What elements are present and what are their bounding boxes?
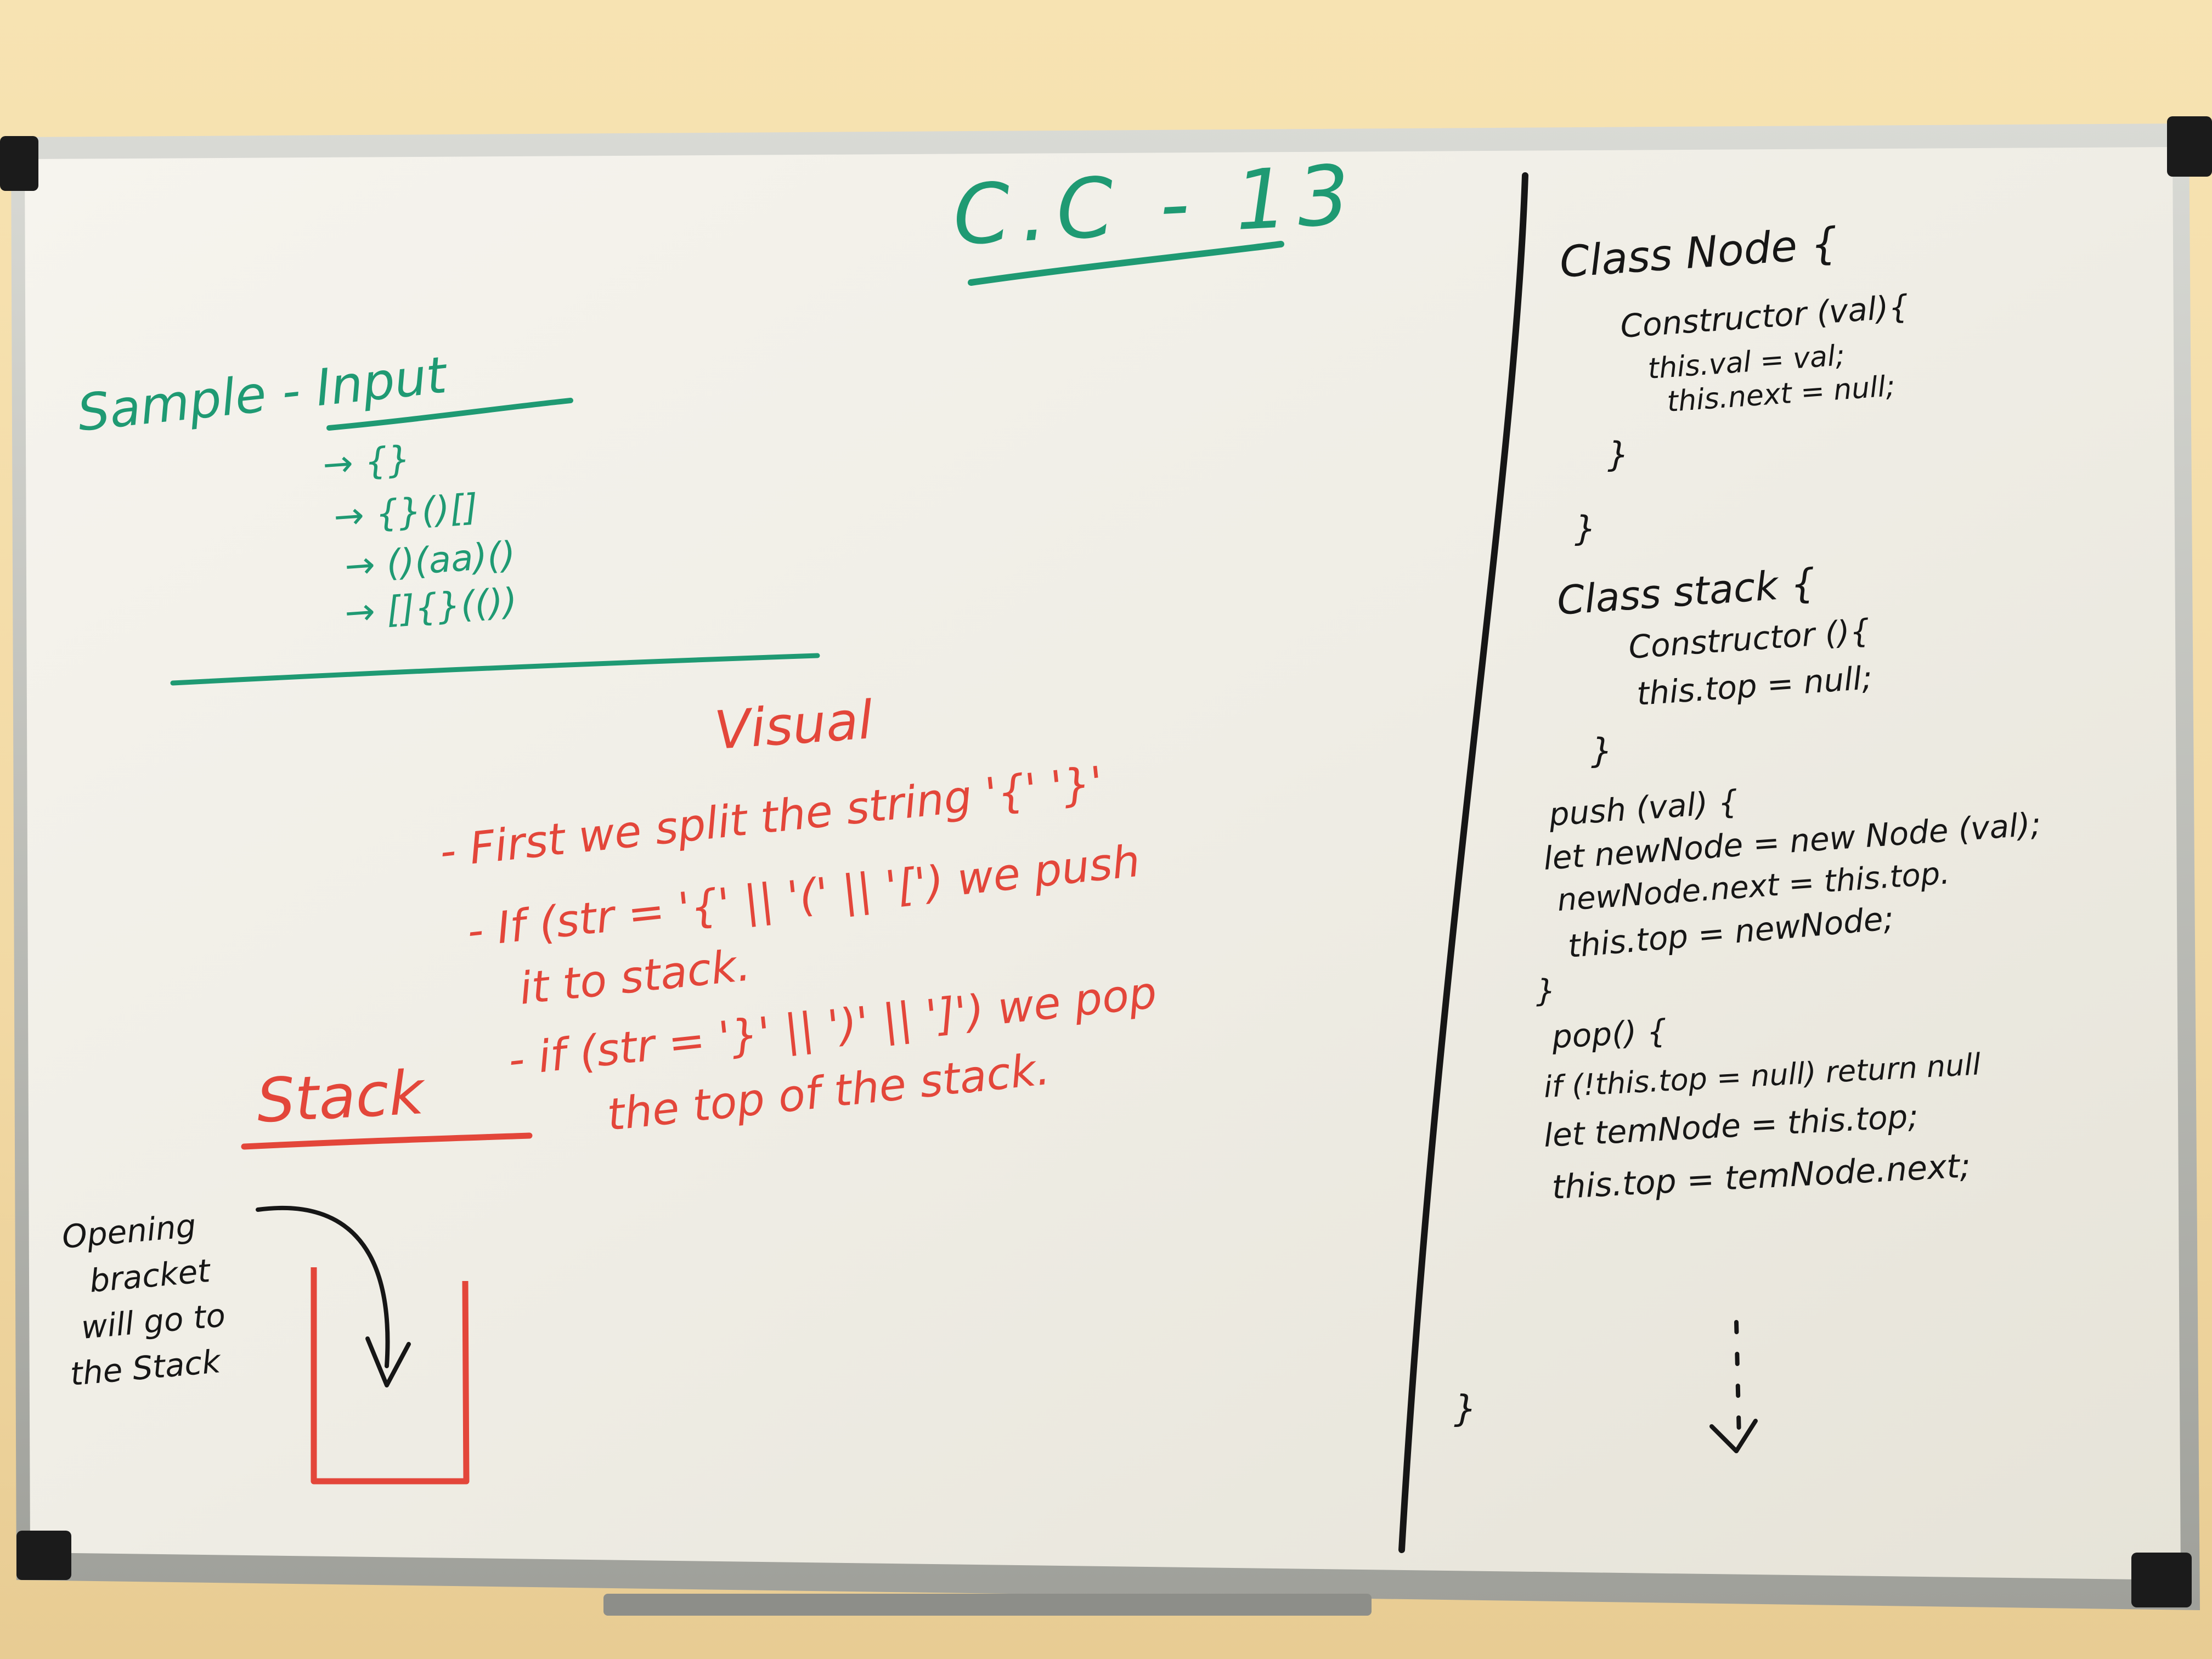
corner-cap-top-left — [0, 136, 38, 191]
continuation-dotted-arrow — [1734, 1320, 1741, 1440]
push-arrow — [256, 1205, 390, 1368]
code-line-15: } — [1536, 973, 1556, 1009]
code-line-10: } — [1591, 731, 1612, 771]
sample-underline — [326, 398, 573, 431]
code-line-5: } — [1607, 435, 1629, 475]
continuation-arrow-head — [1709, 1419, 1758, 1453]
marker-tray — [603, 1594, 1372, 1616]
visual-heading: Visual — [713, 689, 875, 761]
whiteboard-frame — [0, 116, 2212, 1616]
push-arrow-head — [365, 1336, 411, 1387]
corner-cap-top-right — [2167, 116, 2212, 177]
code-line-6: } — [1575, 509, 1596, 549]
code-line-16: pop() { — [1550, 1012, 1668, 1056]
sample-line-1: → {} — [321, 438, 412, 486]
corner-cap-bottom-right — [2131, 1553, 2192, 1607]
code-line-20: } — [1454, 1387, 1477, 1430]
section-separator-line — [170, 653, 820, 686]
vertical-divider-line — [1398, 172, 1528, 1553]
left-section: C.C - 13 Sample - Input → {} → {}()[] → … — [75, 147, 1362, 686]
stack-label: Stack — [255, 1057, 428, 1136]
stack-label-underline — [241, 1132, 533, 1150]
corner-cap-bottom-left — [16, 1531, 71, 1580]
sample-line-2: → {}()[] — [332, 486, 479, 538]
stack-container — [311, 1267, 470, 1485]
title-underline — [968, 241, 1284, 286]
board-title: C.C - 13 — [951, 147, 1362, 264]
